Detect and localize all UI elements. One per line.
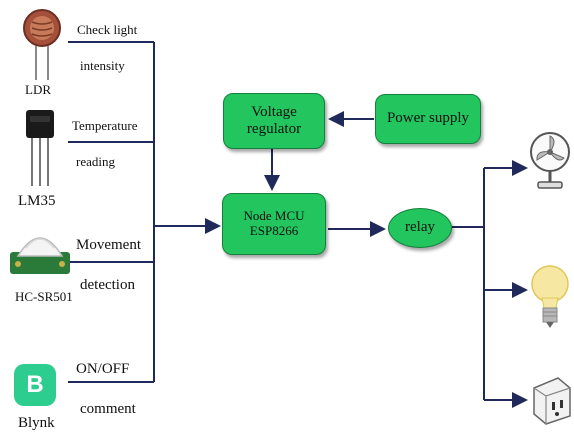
voltage-regulator-line1: Voltage [251,103,297,120]
fan-icon [530,132,570,189]
lm35-icon [26,110,54,186]
pir-label-line1: Movement [76,237,141,253]
ldr-label-line2: intensity [80,58,125,73]
ldr-icon [23,9,61,80]
blynk-logo-icon: B [14,364,56,406]
lm35-label-line1: Temperature [72,118,138,133]
nodemcu-line2: ESP8266 [249,223,299,238]
power-supply-label: Power supply [386,110,470,127]
pir-caption: HC-SR501 [15,289,73,304]
ldr-caption: LDR [25,82,51,97]
nodemcu-line1: Node MCU [243,208,305,224]
blynk-label-line1: ON/OFF [76,361,130,377]
blynk-logo-letter: B [26,371,44,398]
lm35-label-line2: reading [76,154,115,169]
blynk-label-line2: comment [80,401,136,417]
power-plug-icon [533,377,571,425]
pir-sensor-icon [10,237,70,274]
lm35-caption: LM35 [18,193,56,209]
ldr-label-line1: Check light [77,22,138,37]
voltage-regulator-line2: regulator [246,121,302,137]
relay-block: relay [388,208,452,248]
voltage-regulator-block: Voltage regulator [223,93,325,149]
blynk-caption: Blynk [18,415,55,431]
light-bulb-icon [531,265,569,328]
nodemcu-block: Node MCU ESP8266 [222,193,326,255]
relay-label: relay [405,219,435,236]
power-supply-block: Power supply [375,94,481,144]
pir-label-line2: detection [80,277,135,293]
